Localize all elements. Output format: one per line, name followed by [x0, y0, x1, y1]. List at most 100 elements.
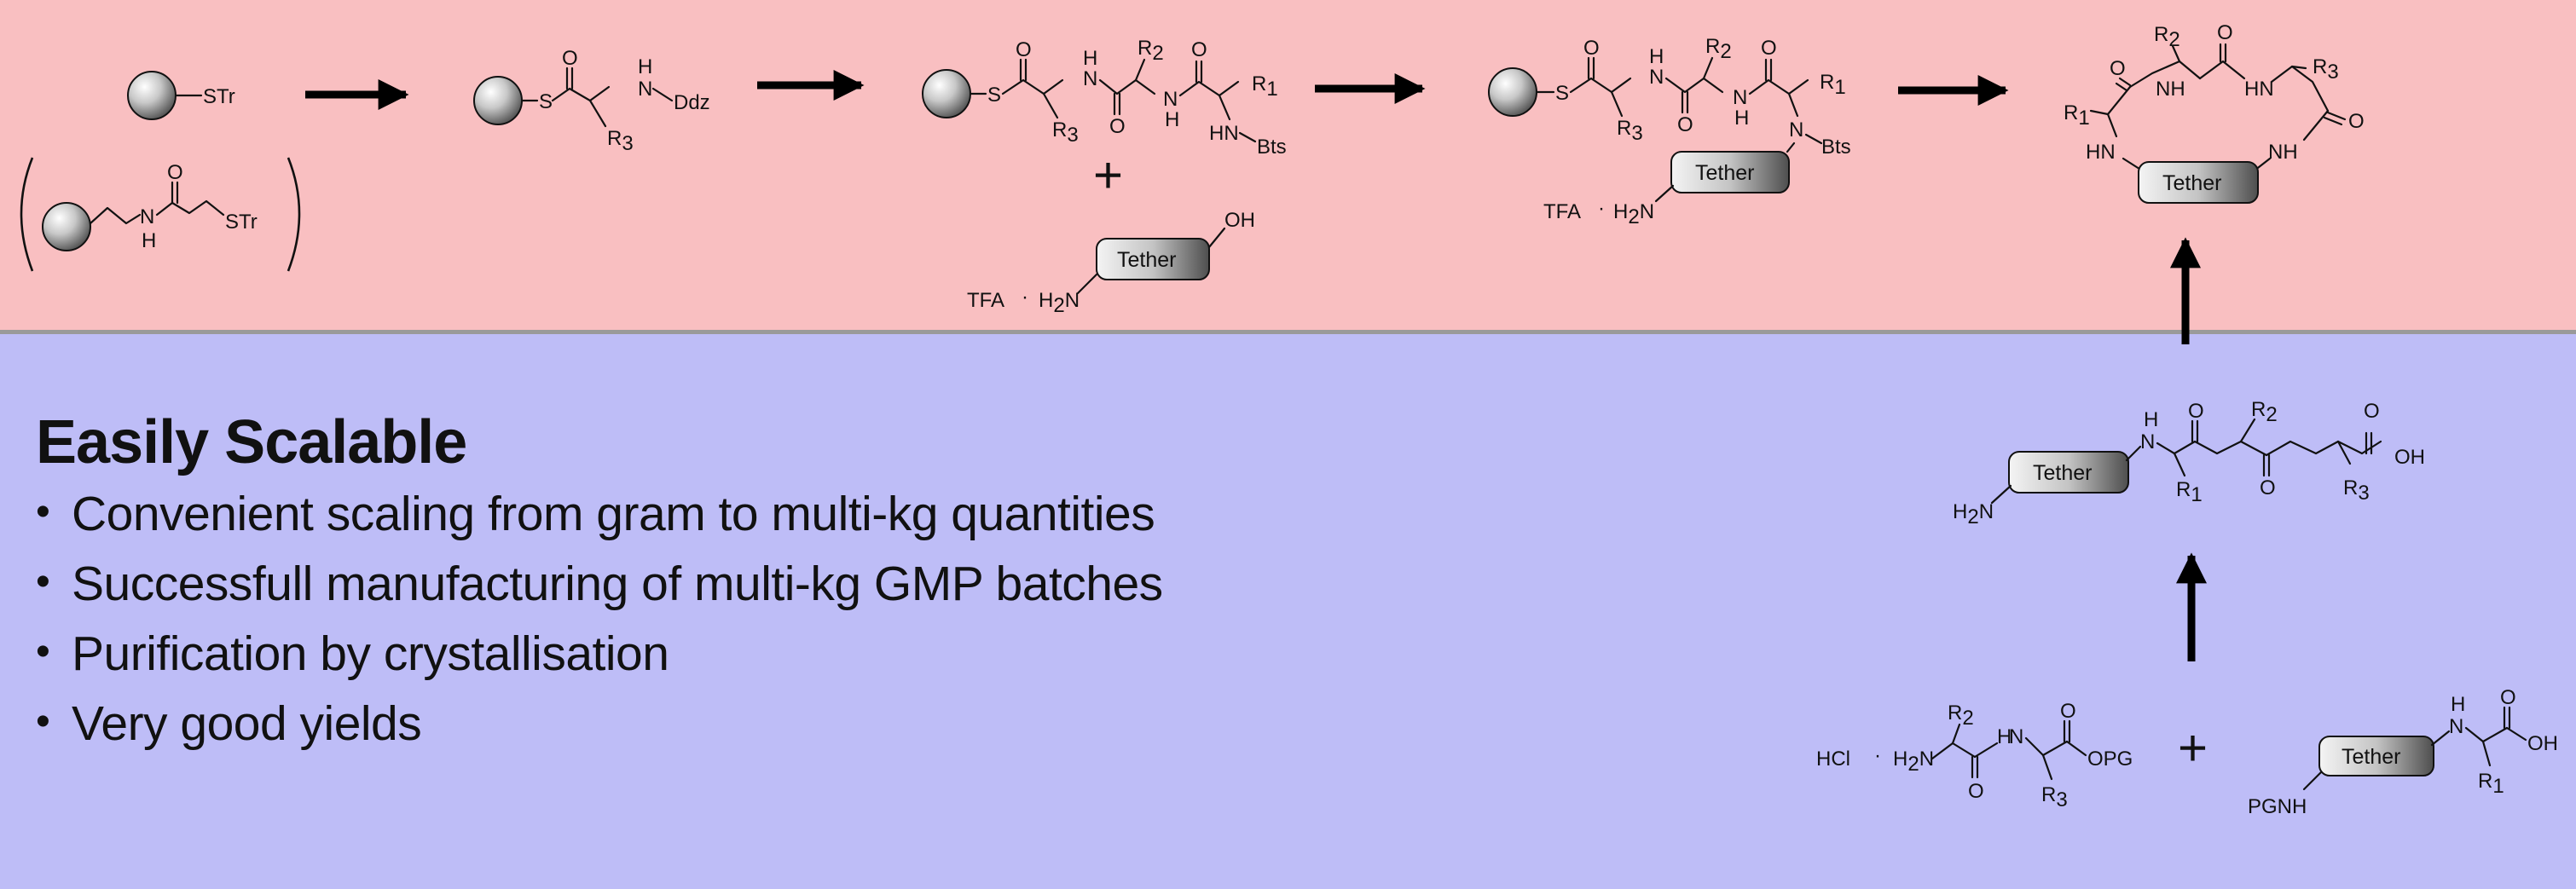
r2-label: R2 — [2154, 23, 2180, 51]
resin-linker-structure: N H O STr — [20, 157, 301, 272]
h2n-label: H2N — [1613, 200, 1654, 228]
tether-label: Tether — [1117, 248, 1176, 272]
n-label: N — [1649, 66, 1664, 89]
tether-box — [1096, 238, 1210, 280]
o-label: O — [2348, 110, 2365, 133]
tfa-label: TFA — [1543, 200, 1581, 223]
bullet-text: Very good yields — [72, 696, 422, 751]
o-label: O — [2260, 476, 2276, 499]
tripeptide-thioester-structure: S O R3 H N O R2 N H O R1 HN Bts — [922, 37, 1287, 159]
n-label: N — [2449, 715, 2463, 738]
str-label: STr — [225, 211, 258, 234]
str-label: STr — [203, 85, 235, 108]
linear-tethered-intermediate-structure: Tether H2N H N R1 O R2 O R3 O OH — [1953, 398, 2425, 528]
tether-box — [1670, 151, 1790, 193]
plus-sign: + — [1093, 147, 1123, 204]
o-label: O — [1968, 780, 1984, 803]
tether-box — [2008, 451, 2129, 494]
hn-label: HN — [2086, 141, 2116, 164]
band-divider — [0, 330, 2576, 334]
o-label: O — [1016, 38, 1032, 61]
bullet-item: •Successfull manufacturing of multi-kg G… — [36, 551, 1366, 621]
r2-label: R2 — [1948, 701, 1974, 730]
bts-label: Bts — [1257, 136, 1287, 159]
resin-bead — [127, 71, 177, 120]
o-label: O — [2364, 400, 2380, 423]
oh-label: OH — [1224, 209, 1255, 232]
oh-label: OH — [2394, 446, 2425, 469]
resin-bead — [922, 69, 971, 118]
ddz-thioester-structure: S O R3 H N Ddz — [473, 47, 710, 155]
s-label: S — [987, 84, 1001, 107]
salt-dot: · — [1598, 197, 1605, 220]
tfa-label: TFA — [967, 289, 1004, 312]
n-label: N — [2009, 725, 2023, 748]
o-label: O — [2110, 57, 2126, 80]
hn-label: HN — [1209, 122, 1239, 145]
bts-label: Bts — [1821, 136, 1851, 159]
bottom-band — [0, 334, 2576, 889]
o-label: O — [2188, 400, 2204, 423]
salt-dot: · — [1874, 744, 1881, 767]
tether-box — [2318, 736, 2434, 776]
o-label: O — [562, 47, 578, 70]
n-label: N — [1163, 88, 1178, 111]
scalability-panel: Easily Scalable •Convenient scaling from… — [36, 407, 1366, 760]
bullet-glyph: • — [36, 699, 50, 744]
h-label: H — [142, 229, 156, 252]
h-label: H — [2144, 408, 2158, 431]
o-label: O — [2217, 21, 2233, 44]
o-label: O — [1109, 115, 1126, 138]
ddz-label: Ddz — [674, 91, 710, 114]
tether-label: Tether — [2162, 171, 2221, 195]
tethered-tripeptide-structure: S O R3 H N O R2 N H O R1 N Bts Tether TF… — [1488, 35, 1851, 228]
bullet-glyph: • — [36, 629, 50, 674]
r2-label: R2 — [1137, 37, 1164, 65]
plus-sign: + — [2178, 719, 2208, 776]
h2n-label: H2N — [1893, 748, 1934, 776]
h-label: H — [2451, 693, 2465, 716]
o-label: O — [1583, 37, 1600, 60]
tether-label: Tether — [2033, 461, 2092, 485]
bullet-glyph: • — [36, 559, 50, 604]
bullet-list: • Convenient scaling from gram to multi-k… — [36, 481, 1366, 760]
oh-label: OH — [2527, 732, 2558, 755]
n-label: N — [1733, 86, 1747, 109]
n-label: N — [2140, 430, 2155, 453]
bullet-item: • Very good yields — [36, 690, 1366, 760]
tether-label: Tether — [2342, 745, 2400, 769]
bullet-glyph: • — [36, 489, 50, 534]
o-label: O — [1191, 38, 1207, 61]
o-label: O — [2500, 686, 2516, 709]
nh-label: NH — [2156, 78, 2185, 101]
h-label: H — [1649, 45, 1664, 68]
r3-label: R3 — [2041, 783, 2068, 811]
r2-label: R2 — [2251, 398, 2278, 426]
s-label: S — [1555, 82, 1569, 105]
opg-label: OPG — [2087, 748, 2133, 771]
tethered-amino-acid-structure: Tether PGNH H N R1 O OH — [2248, 686, 2558, 818]
resin-str-structure: STr — [127, 71, 235, 120]
r1-label: R1 — [1820, 71, 1846, 99]
bullet-text: Convenient scaling from gram to multi-kg… — [72, 487, 1155, 541]
resin-bead — [473, 76, 523, 125]
bullet-text: Purification by crystallisation — [72, 626, 669, 681]
s-label: S — [539, 90, 553, 113]
tether-label: Tether — [1695, 161, 1754, 185]
nh-label: H — [638, 55, 652, 78]
tether-amino-alcohol-structure: Tether OH TFA · H2N — [967, 209, 1255, 317]
r1-label: R1 — [1252, 72, 1278, 101]
r3-label: R3 — [2313, 55, 2339, 84]
o-label: O — [1677, 113, 1693, 136]
pgnh-label: PGNH — [2248, 795, 2307, 818]
r2-label: R2 — [1705, 35, 1732, 63]
bullet-item: • Purification by crystallisation — [36, 621, 1366, 690]
nh-label: NH — [2268, 141, 2298, 164]
n-label: N — [1083, 67, 1097, 90]
r1-label: R1 — [2176, 478, 2203, 506]
resin-bead — [42, 202, 91, 251]
cyclic-peptide-structure: R2 O O NH HN R3 O R1 HN NH Tether — [2064, 21, 2365, 204]
h-label: H — [1734, 107, 1749, 130]
r3-label: R3 — [2343, 476, 2370, 505]
o-label: O — [2060, 700, 2076, 723]
